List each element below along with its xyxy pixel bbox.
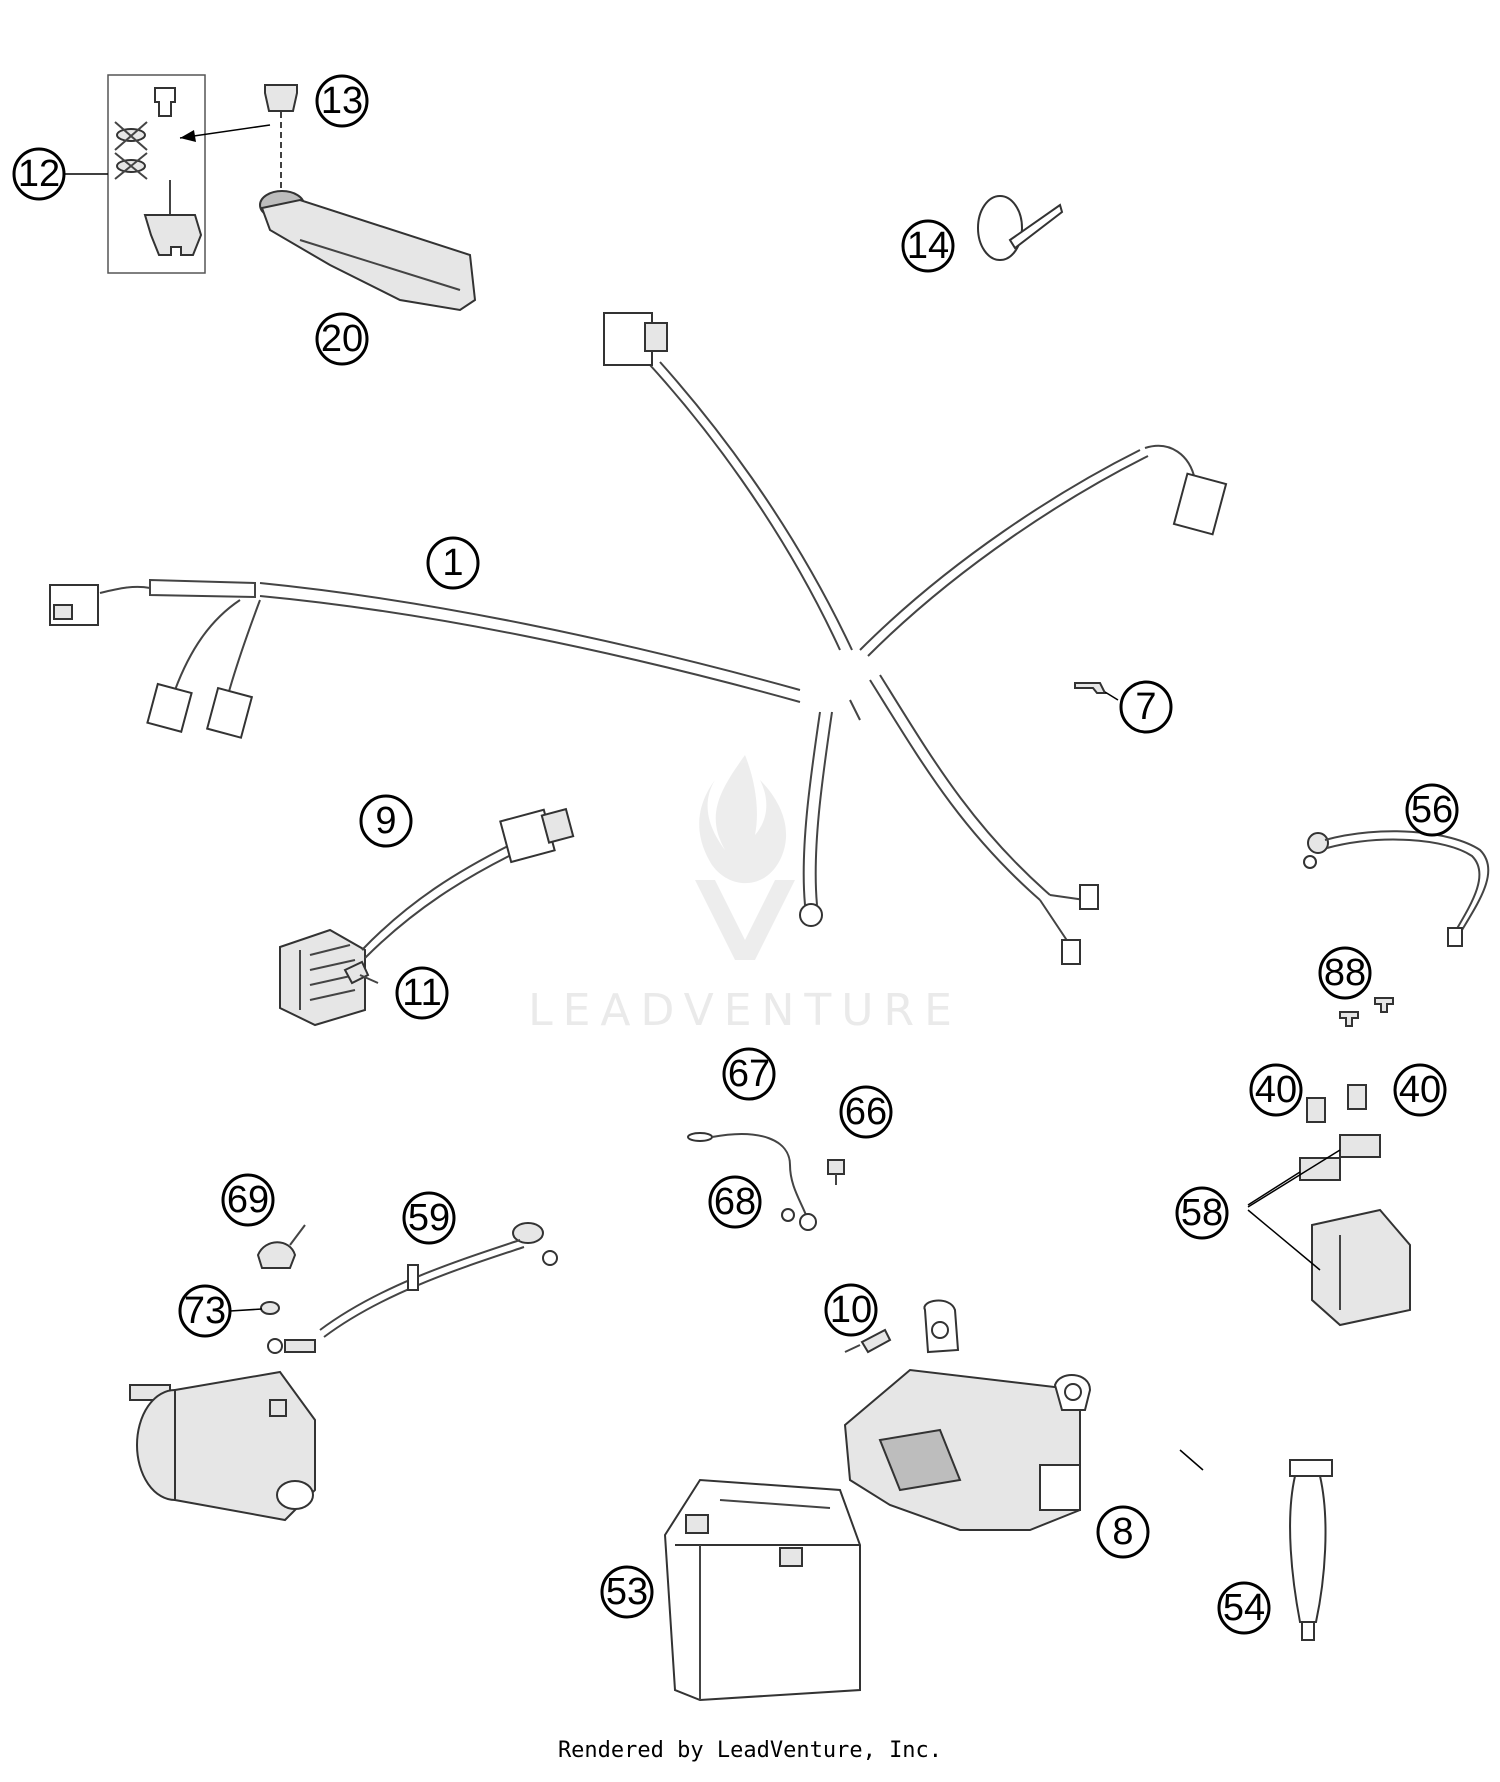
callout-1-label: 1	[442, 542, 463, 584]
callout-10-label: 10	[830, 1289, 872, 1331]
callout-68: 68	[708, 1175, 762, 1229]
callout-59: 59	[402, 1191, 456, 1245]
callout-66-label: 66	[845, 1091, 887, 1133]
callout-9: 9	[359, 794, 413, 848]
callout-8-label: 8	[1112, 1511, 1133, 1553]
callout-11: 11	[395, 966, 449, 1020]
callout-20: 20	[315, 312, 369, 366]
callout-69: 69	[221, 1173, 275, 1227]
callout-56-label: 56	[1411, 789, 1453, 831]
part-66-screw	[827, 1159, 845, 1185]
callout-88: 88	[1318, 946, 1372, 1000]
watermark-v-icon	[695, 880, 795, 960]
callout-67: 67	[722, 1047, 776, 1101]
callout-56: 56	[1405, 783, 1459, 837]
part-1-wiring-harness	[49, 312, 1228, 965]
callout-58-label: 58	[1181, 1192, 1223, 1234]
callout-53-label: 53	[606, 1571, 648, 1613]
callout-40-right: 40	[1393, 1063, 1447, 1117]
part-54-fuse-puller	[1289, 1459, 1333, 1641]
callout-13: 13	[315, 74, 369, 128]
part-88-screws	[1339, 997, 1394, 1027]
part-67-ground-cable	[687, 1132, 817, 1231]
part-13-cap	[264, 84, 298, 190]
part-59-starter-cable	[267, 1222, 558, 1354]
callout-12-label: 12	[18, 153, 60, 195]
part-69-cap	[256, 1224, 306, 1269]
callout-40-left-label: 40	[1255, 1069, 1297, 1111]
callout-11-label: 11	[402, 972, 441, 1014]
callout-73-label: 73	[184, 1290, 226, 1332]
part-40-fuses	[1306, 1084, 1367, 1123]
rendered-by-footer: Rendered by LeadVenture, Inc.	[557, 1738, 943, 1763]
callout-54: 54	[1217, 1581, 1271, 1635]
callout-59-label: 59	[408, 1197, 450, 1239]
watermark-flame-icon	[699, 755, 787, 884]
callout-20-label: 20	[321, 318, 363, 360]
callout-69-label: 69	[227, 1179, 269, 1221]
part-7-clip	[1074, 682, 1119, 701]
callout-58: 58	[1175, 1186, 1229, 1240]
part-8-battery-box	[843, 1299, 1092, 1531]
callout-10: 10	[824, 1283, 878, 1337]
callout-54-label: 54	[1223, 1587, 1265, 1629]
part-20-lever	[259, 190, 477, 312]
callout-68-label: 68	[714, 1181, 756, 1223]
callout-8: 8	[1096, 1505, 1150, 1559]
callout-88-label: 88	[1324, 952, 1366, 994]
callout-14-label: 14	[907, 225, 949, 267]
leader-8	[1179, 1449, 1204, 1471]
starter-motor	[129, 1370, 316, 1522]
callout-66: 66	[839, 1085, 893, 1139]
callout-40-right-label: 40	[1399, 1069, 1441, 1111]
part-73-nut	[260, 1301, 280, 1315]
part-68-washer	[781, 1208, 795, 1222]
callout-1: 1	[426, 536, 480, 590]
callout-40-left: 40	[1249, 1063, 1303, 1117]
part-10-screw	[844, 1328, 892, 1354]
part-58-starter-relay	[1247, 1134, 1411, 1327]
leadventure-watermark: LEADVENTURE	[528, 755, 962, 1036]
part-12-switch-kit	[65, 74, 271, 274]
callout-13-label: 13	[321, 80, 363, 122]
callout-14: 14	[901, 219, 955, 273]
callout-53: 53	[600, 1565, 654, 1619]
part-53-battery	[663, 1478, 861, 1702]
callout-67-label: 67	[728, 1053, 770, 1095]
callout-7-label: 7	[1135, 686, 1156, 728]
callout-12: 12	[12, 147, 66, 201]
part-11-screw	[343, 960, 379, 985]
part-56-cable	[1303, 830, 1490, 947]
part-9-regulator	[279, 807, 575, 1027]
part-14-cable-tie	[977, 195, 1064, 261]
watermark-text: LEADVENTURE	[528, 985, 962, 1036]
callout-73: 73	[178, 1284, 263, 1338]
callout-7: 7	[1119, 680, 1173, 734]
callout-9-label: 9	[375, 800, 396, 842]
